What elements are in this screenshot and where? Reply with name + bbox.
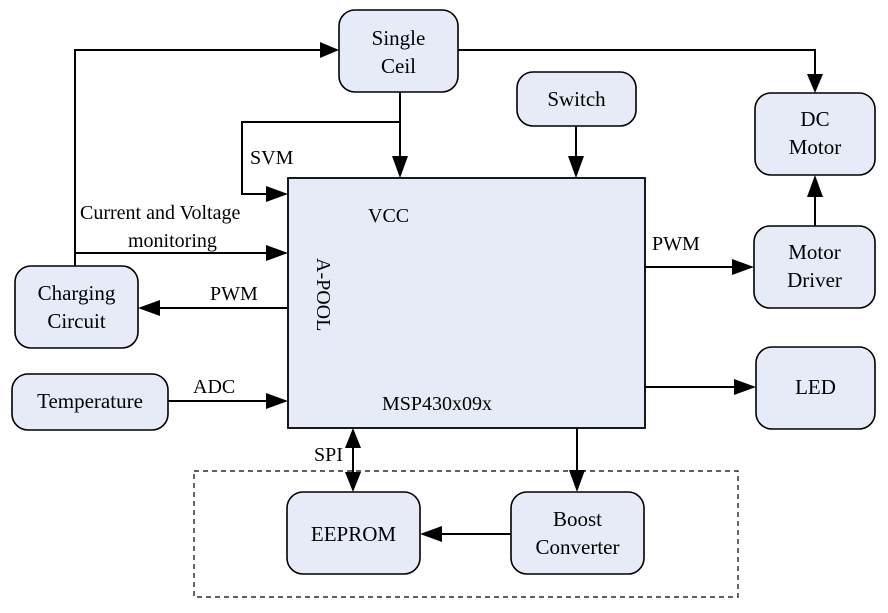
temperature-block: Temperature: [11, 373, 169, 431]
arrowhead-spi-up: [345, 428, 361, 448]
arrowhead-pwm-charging: [138, 300, 160, 316]
monitoring-label-line1: Current and Voltage: [80, 202, 240, 224]
boost-converter-block: Boost Converter: [510, 491, 645, 575]
arrowhead-boost: [569, 470, 585, 492]
arrowhead-adc: [266, 393, 288, 409]
arrowhead-driver-to-dcmotor: [807, 175, 823, 197]
led-label: LED: [795, 375, 836, 399]
mcu-apool-label: A-POOL: [312, 258, 334, 331]
eeprom-block: EEPROM: [286, 491, 421, 575]
dc-motor-label-line1: DC: [800, 107, 829, 131]
single-cell-label-line2: Ceil: [381, 54, 416, 78]
mcu-name-label: MSP430x09x: [382, 393, 492, 415]
wire-charging-to-cell: [74, 49, 322, 266]
connection-labels: SVM Current and Voltage monitoring PWM P…: [80, 147, 700, 466]
spi-label: SPI: [314, 444, 343, 466]
mcu-block: VCC A-POOL MSP430x09x: [287, 177, 646, 429]
motor-driver-label-line1: Motor: [788, 240, 841, 264]
monitoring-label-line2: monitoring: [128, 230, 217, 252]
boost-converter-label-line1: Boost: [553, 507, 602, 531]
led-block: LED: [755, 346, 876, 430]
pwm-motor-label: PWM: [652, 233, 700, 255]
charging-circuit-label-line2: Circuit: [47, 309, 105, 333]
boost-converter-label-line2: Converter: [536, 535, 620, 559]
arrowheads: [138, 42, 823, 542]
arrowhead-svm: [266, 186, 288, 202]
memory-power-group-box: [193, 470, 739, 598]
dc-motor-label-line2: Motor: [789, 135, 842, 159]
arrowhead-spi-down: [345, 472, 361, 492]
arrowhead-pwm-motor: [732, 259, 754, 275]
dc-motor-block: DC Motor: [754, 92, 876, 176]
connection-wires: [74, 49, 816, 535]
charging-circuit-block: Charging Circuit: [14, 265, 139, 349]
svm-label: SVM: [250, 147, 294, 169]
wire-svm: [241, 121, 400, 195]
mcu-vcc-label: VCC: [368, 205, 409, 227]
switch-block: Switch: [516, 71, 637, 127]
switch-label: Switch: [547, 87, 606, 111]
arrowhead-to-vcc: [392, 156, 408, 178]
arrowhead-to-dcmotor: [807, 74, 823, 93]
arrowhead-led: [734, 379, 756, 395]
single-cell-block: Single Ceil: [338, 9, 459, 93]
arrowhead-to-cell: [320, 42, 339, 58]
motor-driver-label-line2: Driver: [787, 268, 842, 292]
single-cell-label-line1: Single: [372, 26, 426, 50]
wire-cell-to-dcmotor: [458, 49, 816, 76]
arrowhead-monitoring: [266, 245, 288, 261]
arrowhead-eeprom: [420, 526, 442, 542]
eeprom-label: EEPROM: [311, 522, 397, 546]
temperature-label: Temperature: [37, 389, 143, 413]
arrowhead-switch: [568, 156, 584, 178]
adc-label: ADC: [193, 376, 235, 398]
motor-driver-block: Motor Driver: [753, 225, 876, 309]
pwm-charging-label: PWM: [210, 283, 258, 305]
charging-circuit-label-line1: Charging: [38, 281, 116, 305]
